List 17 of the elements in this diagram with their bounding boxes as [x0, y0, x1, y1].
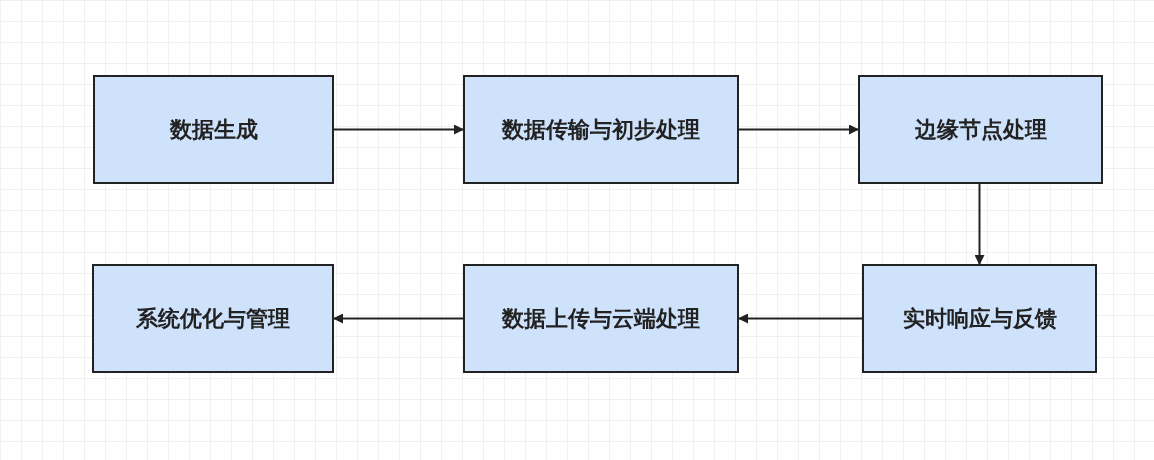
- box-label: 数据上传与云端处理: [502, 305, 700, 333]
- box-label: 数据传输与初步处理: [502, 116, 700, 144]
- arrow: [738, 313, 863, 324]
- process-box: [463, 75, 739, 184]
- process-box: [862, 264, 1097, 373]
- box-label: 数据生成: [169, 116, 258, 144]
- process-box: [463, 264, 739, 373]
- box-label: 系统优化与管理: [136, 305, 290, 333]
- arrow: [974, 183, 985, 265]
- process-box: [93, 75, 334, 184]
- box-label: 边缘节点处理: [914, 116, 1047, 144]
- box-label: 实时响应与反馈: [902, 305, 1057, 333]
- process-box: [92, 264, 334, 373]
- arrow: [333, 313, 464, 324]
- arrow: [738, 124, 859, 135]
- process-box: [858, 75, 1103, 184]
- arrow: [333, 124, 464, 135]
